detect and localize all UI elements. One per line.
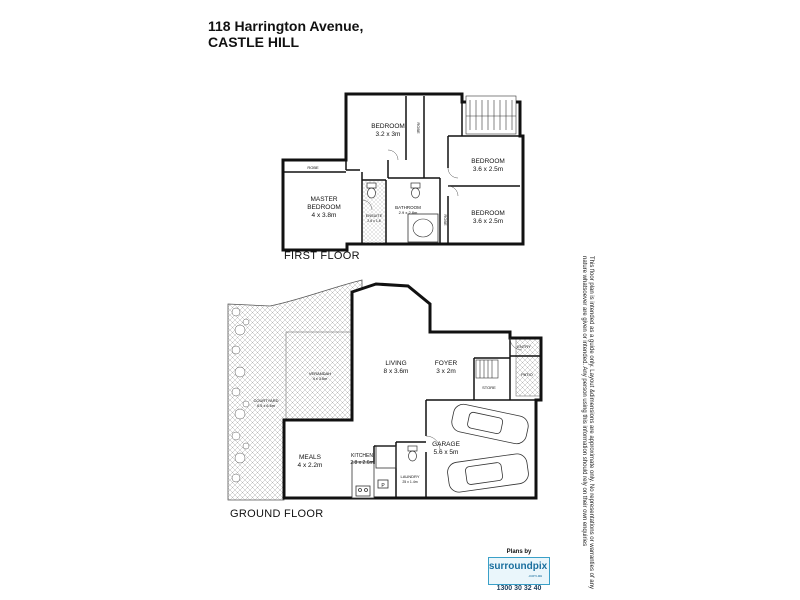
patio-label: PATIO	[521, 372, 532, 377]
verandah-name: VERANDAH	[309, 371, 331, 376]
ground-floor-doors	[425, 337, 523, 451]
master-bedroom-name-1: MASTER	[310, 196, 337, 203]
garden-shrubs	[231, 307, 250, 483]
ensuite-size: 2.6 x 1.6	[367, 219, 380, 223]
bathroom-name: BATHROOM	[395, 205, 421, 210]
first-floor-doors	[361, 149, 459, 211]
disclaimer-text: This floor plan is intended as a guide o…	[581, 256, 594, 589]
logo-phone: 1300 30 32 40	[496, 585, 542, 592]
foyer-name: FOYER	[435, 360, 458, 367]
kitchen-name: KITCHEN	[351, 453, 373, 459]
plans-by-label: Plans by	[506, 549, 532, 555]
first-floor-plan: BEDROOM 3.2 x 3m BEDROOM 3.6 x 2.5m BEDR…	[281, 92, 525, 252]
master-bedroom-name-2: BEDROOM	[307, 204, 341, 211]
bedroom-right-top-name: BEDROOM	[471, 158, 505, 165]
address-line-1: 118 Harrington Avenue,	[208, 18, 364, 34]
first-floor-stairs	[465, 95, 517, 135]
meals-name: MEALS	[299, 454, 322, 461]
master-bedroom-size: 4 x 3.8m	[312, 212, 337, 219]
pantry-label: P	[381, 483, 385, 489]
robe-top-label: ROBE	[416, 122, 421, 134]
garage-name: GARAGE	[432, 441, 460, 448]
bedroom-top-size: 3.2 x 3m	[376, 131, 401, 138]
verandah-size: 4 x 3.6m	[313, 377, 328, 381]
ensuite-name: ENSUITE	[366, 214, 383, 218]
garage-cars	[447, 403, 529, 493]
logo-box	[488, 557, 550, 585]
address-suburb: CASTLE HILL	[208, 34, 299, 50]
patio-area	[515, 337, 542, 397]
bath-tub	[407, 213, 439, 243]
ground-floor-label: GROUND FLOOR	[230, 508, 324, 520]
laundry-size: 25 x 1.4m	[402, 480, 417, 484]
living-name: LIVING	[385, 360, 406, 367]
foyer-size: 3 x 2m	[436, 368, 456, 375]
meals-size: 4 x 2.2m	[298, 462, 323, 469]
bedroom-right-bottom-size: 3.6 x 2.5m	[473, 218, 503, 225]
bathroom-size: 2.9 x 2.8m	[399, 210, 418, 215]
laundry-name: LAUNDRY	[400, 474, 419, 479]
store-label: STORE	[482, 385, 496, 390]
bedroom-right-bottom-name: BEDROOM	[471, 210, 505, 217]
living-size: 8 x 3.6m	[384, 368, 409, 375]
first-floor-interior-walls	[283, 96, 520, 244]
ground-floor-stairs	[475, 359, 499, 379]
kitchen-benches: P	[351, 445, 397, 499]
bedroom-right-top-size: 3.6 x 2.5m	[473, 166, 503, 173]
courtyard-name: COURTYARD	[254, 398, 279, 403]
ground-floor-interior-walls	[373, 338, 541, 498]
ground-floor-plan: P LIVING 8 x 3.6m FOYER 3 x 2m VERANDAH …	[227, 279, 543, 501]
courtyard-size: 6.5 x 6.6m	[257, 404, 275, 408]
bath-tub-basin	[412, 218, 434, 238]
toilets	[366, 182, 421, 199]
laundry-toilet	[407, 445, 418, 462]
logo-brand: surroundpix	[488, 561, 548, 572]
ground-floor-outer-wall	[282, 282, 543, 500]
kitchen-size: 2.8 x 2.6m	[350, 460, 373, 466]
robe-right-label: ROBE	[443, 214, 448, 226]
entry-label: ENTRY	[517, 344, 531, 349]
garage-size: 5.6 x 5m	[434, 449, 459, 456]
surroundpix-logo: Plans by surroundpix .com.au 1300 30 32 …	[484, 549, 554, 595]
logo-tld: .com.au	[528, 573, 543, 578]
bedroom-top-name: BEDROOM	[371, 123, 405, 130]
robe-left-label: ROBE	[307, 165, 319, 170]
verandah-area	[285, 331, 353, 421]
first-floor-label: FIRST FLOOR	[284, 250, 360, 262]
